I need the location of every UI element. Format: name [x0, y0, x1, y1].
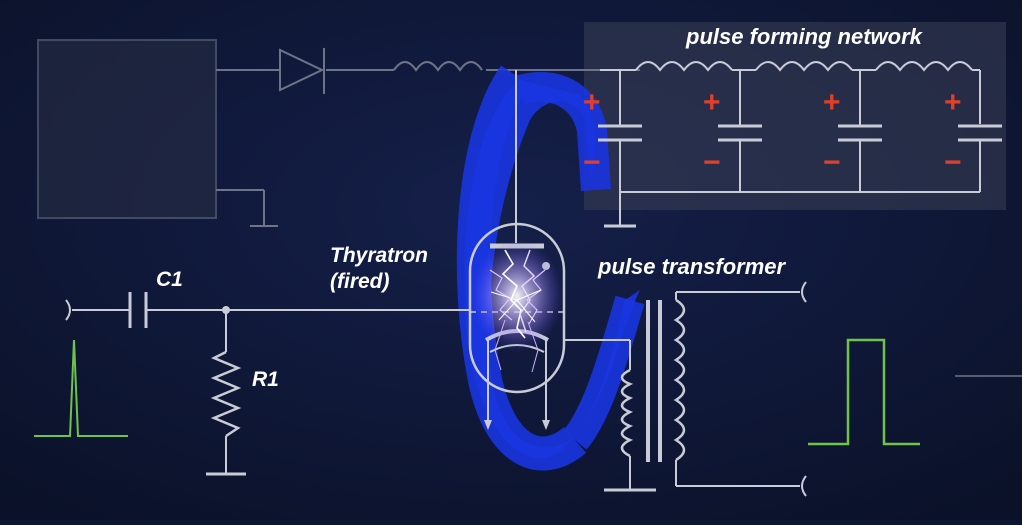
minus-sign: − [583, 146, 601, 179]
plus-sign: + [944, 86, 962, 119]
spark-icon [471, 240, 563, 373]
capacitor-icon [598, 124, 1002, 142]
input-waveform [34, 339, 128, 437]
current-loop [464, 80, 640, 459]
minus-sign: − [944, 146, 962, 179]
pfn-top-rail [515, 61, 981, 243]
pfn-panel [584, 22, 1006, 210]
thyratron-state-label: (fired) [330, 270, 390, 293]
current-loop-top [515, 72, 611, 191]
transformer-label: pulse transformer [597, 254, 786, 279]
resistor-icon [210, 350, 242, 438]
current-loop-stroke [456, 65, 587, 471]
minus-sign: − [703, 146, 721, 179]
plus-sign: + [823, 86, 841, 119]
pfn-label: pulse forming network [685, 24, 924, 49]
diode-icon [279, 48, 325, 94]
thyratron-label: Thyratron [330, 244, 428, 267]
capacitor-icon [128, 292, 148, 328]
minus-sign: − [823, 146, 841, 179]
plus-sign: + [703, 86, 721, 119]
current-loop-right [563, 295, 645, 450]
inductor-icon [393, 61, 483, 72]
power-supply-box [37, 39, 217, 219]
plus-sign: + [583, 86, 601, 119]
polarity-signs: + − + − + − + − [583, 86, 962, 179]
transformer-icon [620, 281, 807, 497]
output-waveform [808, 338, 920, 446]
c1-label: C1 [156, 268, 183, 291]
r1-label: R1 [252, 368, 279, 391]
ground-icon [206, 224, 656, 492]
